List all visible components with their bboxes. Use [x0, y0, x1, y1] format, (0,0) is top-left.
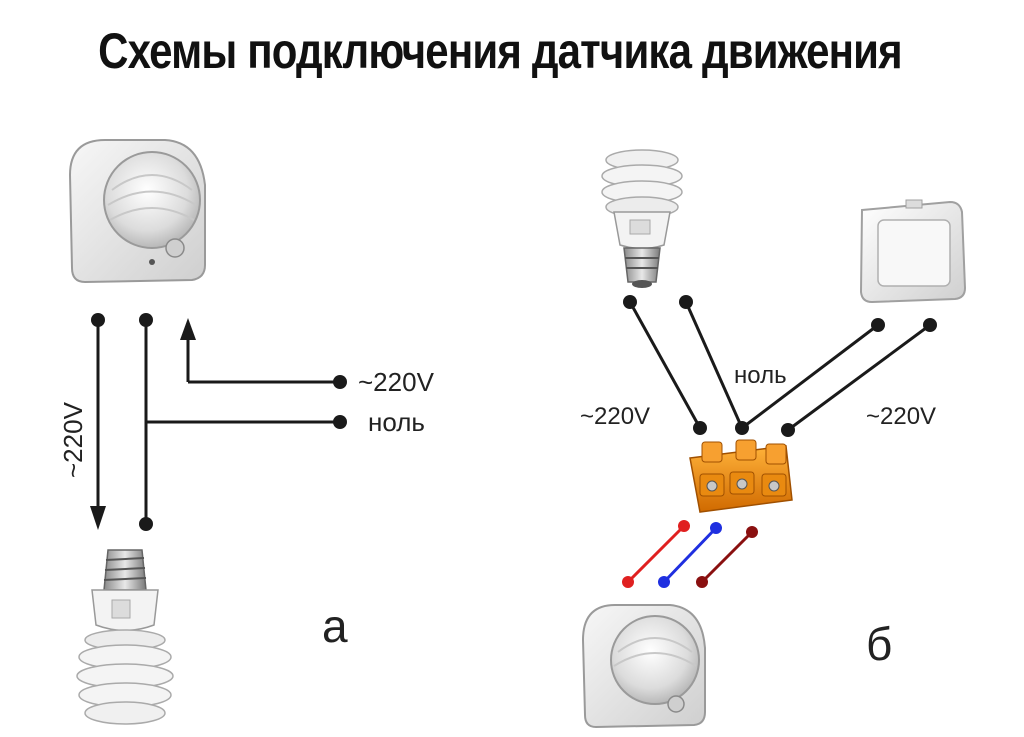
terminal-block-icon	[689, 439, 793, 513]
cfl-bulb-icon	[601, 149, 683, 288]
caption-b: б	[866, 618, 892, 670]
wire-dots-a	[91, 313, 347, 531]
motion-sensor-icon	[68, 139, 206, 284]
wires-a	[90, 318, 340, 530]
label-zero-a: ноль	[368, 407, 425, 437]
blue-wire	[662, 526, 718, 584]
red-wire	[626, 524, 686, 584]
label-220v-input: ~220V	[358, 367, 435, 397]
wires-b	[628, 301, 931, 432]
colored-wires	[622, 520, 758, 588]
motion-sensor-icon	[581, 604, 706, 729]
label-220v-left: ~220V	[580, 403, 650, 430]
diagram-b: ~220V ноль ~220V	[580, 149, 967, 729]
label-zero-b: ноль	[734, 362, 787, 389]
cfl-bulb-icon	[76, 549, 174, 725]
wall-switch-icon	[859, 199, 967, 304]
diagram-a: ~220V ~220V ноль а	[58, 139, 435, 725]
label-220v-right: ~220V	[866, 403, 936, 430]
caption-a: а	[322, 600, 348, 652]
label-220v-vertical: ~220V	[58, 401, 88, 478]
page-title: Схемы подключения датчика движения	[98, 23, 902, 79]
darkred-wire	[700, 530, 754, 584]
wire-dots-b	[623, 295, 937, 437]
